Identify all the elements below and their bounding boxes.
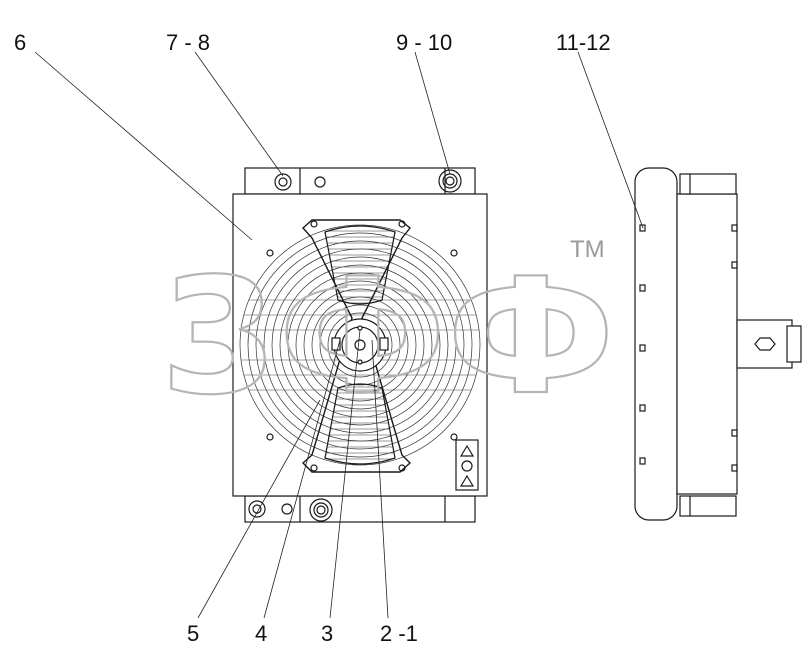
callout-6: 6 xyxy=(14,30,26,55)
side-fitting-bottom xyxy=(679,495,737,517)
motor-bracket xyxy=(301,219,412,473)
side-bolts xyxy=(639,224,738,472)
side-fitting-top xyxy=(679,173,737,195)
leader-6 xyxy=(34,51,253,241)
side-view xyxy=(634,167,802,521)
bottom-port-right xyxy=(309,498,333,522)
leader-5 xyxy=(197,399,321,619)
side-motor xyxy=(736,319,793,369)
leader-11-12 xyxy=(577,51,644,229)
watermark-logo: 3ФФ xyxy=(160,243,615,430)
callout-labels: 6 7 - 8 9 - 10 11-12 5 4 3 2 -1 xyxy=(14,30,611,646)
leader-2-1 xyxy=(371,339,389,619)
callout-4: 4 xyxy=(255,621,267,646)
leader-3 xyxy=(329,329,361,619)
leader-9-10 xyxy=(414,51,451,175)
bracket-screws xyxy=(310,220,406,472)
top-hole xyxy=(314,176,326,188)
callout-7-8: 7 - 8 xyxy=(166,30,210,55)
leader-lines xyxy=(34,51,644,619)
guard-screws xyxy=(266,249,458,441)
side-core xyxy=(634,167,678,521)
bottom-hole xyxy=(281,503,293,515)
callout-9-10: 9 - 10 xyxy=(396,30,452,55)
callout-3: 3 xyxy=(321,621,333,646)
callout-5: 5 xyxy=(187,621,199,646)
leader-4 xyxy=(263,339,341,619)
fan-blade-bottom xyxy=(324,383,396,465)
bottom-manifold xyxy=(244,495,476,523)
motor-hub xyxy=(331,318,389,372)
callout-11-12: 11-12 xyxy=(556,30,611,55)
callout-2-1: 2 -1 xyxy=(380,621,418,646)
front-view xyxy=(232,167,488,523)
watermark-tm: TM xyxy=(570,236,605,263)
top-port-left xyxy=(274,173,292,191)
leader-7-8 xyxy=(194,51,284,177)
warning-label xyxy=(455,439,479,491)
watermark: 3ФФ TM xyxy=(159,236,616,431)
